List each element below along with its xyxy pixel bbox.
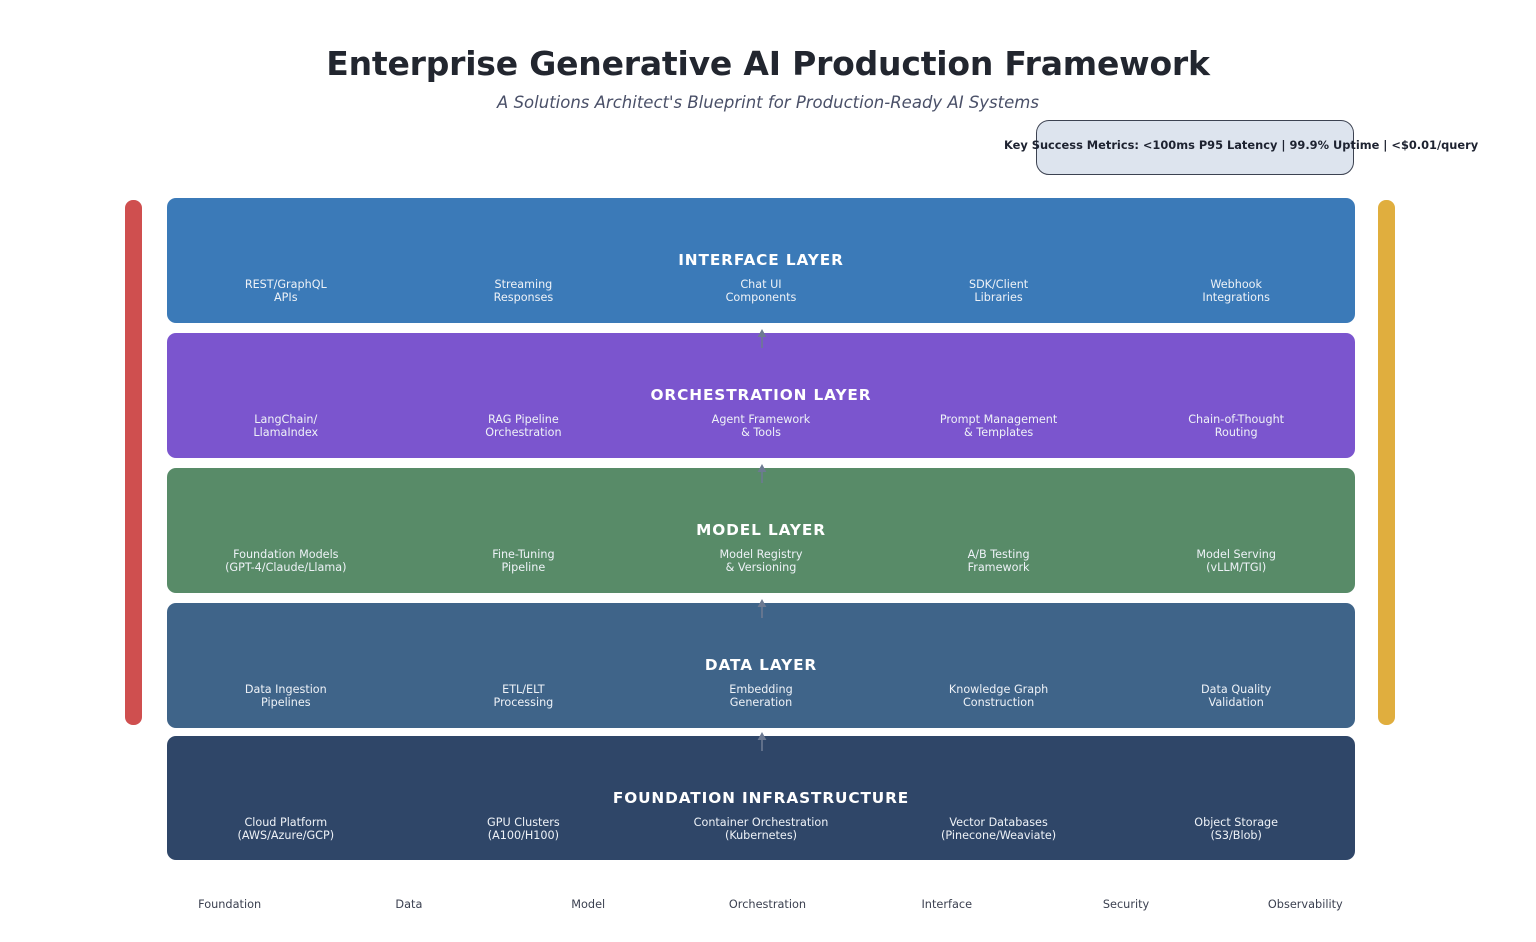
layer-components: LangChain/ LlamaIndex RAG Pipeline Orches… xyxy=(167,413,1355,439)
layer-component[interactable]: A/B Testing Framework xyxy=(967,548,1030,575)
layer-component[interactable]: Agent Framework & Tools xyxy=(711,413,811,440)
layer-title: MODEL LAYER xyxy=(696,521,826,539)
layer-component[interactable]: Prompt Management & Templates xyxy=(939,413,1058,440)
layer-component[interactable]: SDK/Client Libraries xyxy=(968,278,1029,305)
layer-component[interactable]: Data Ingestion Pipelines xyxy=(244,683,327,710)
layer-data-layer[interactable]: DATA LAYER Data Ingestion Pipelines ETL/EL… xyxy=(167,603,1355,728)
layer-component[interactable]: LangChain/ LlamaIndex xyxy=(253,413,319,440)
legend-item-orchestration: Orchestration xyxy=(728,898,807,911)
legend-item-foundation: Foundation xyxy=(198,898,262,911)
layer-components: Cloud Platform (AWS/Azure/GCP) GPU Cluste… xyxy=(167,816,1355,842)
layer-orchestration-layer[interactable]: ORCHESTRATION LAYER LangChain/ LlamaIndex… xyxy=(167,333,1355,458)
layer-title: DATA LAYER xyxy=(704,656,818,674)
layer-component[interactable]: Model Serving (vLLM/TGI) xyxy=(1196,548,1276,575)
legend-item-security: Security xyxy=(1102,898,1150,911)
layer-component[interactable]: Cloud Platform (AWS/Azure/GCP) xyxy=(237,816,335,843)
layer-component[interactable]: ETL/ELT Processing xyxy=(493,683,554,710)
observability-rail xyxy=(1378,200,1395,725)
legend-item-model: Model xyxy=(571,898,606,911)
layer-components: REST/GraphQL APIs Streaming Responses Chat… xyxy=(167,278,1355,304)
key-metrics-callout-box xyxy=(1036,120,1354,175)
layer-components: Data Ingestion Pipelines ETL/ELT Processi… xyxy=(167,683,1355,709)
arrow-up-icon xyxy=(753,598,771,618)
layer-component[interactable]: REST/GraphQL APIs xyxy=(244,278,327,305)
layer-model-layer[interactable]: MODEL LAYER Foundation Models (GPT-4/Clau… xyxy=(167,468,1355,593)
layer-component[interactable]: Streaming Responses xyxy=(493,278,554,305)
page-title: Enterprise Generative AI Production Fram… xyxy=(326,44,1210,83)
arrow-up-icon xyxy=(753,731,771,751)
layer-component[interactable]: RAG Pipeline Orchestration xyxy=(485,413,562,440)
layer-title: FOUNDATION INFRASTRUCTURE xyxy=(612,789,910,807)
layer-component[interactable]: Chat UI Components xyxy=(725,278,797,305)
legend-item-observability: Observability xyxy=(1267,898,1343,911)
layer-component[interactable]: GPU Clusters (A100/H100) xyxy=(487,816,560,843)
layer-component[interactable]: Data Quality Validation xyxy=(1201,683,1272,710)
arrow-up-icon xyxy=(753,463,771,483)
layer-component[interactable]: Container Orchestration (Kubernetes) xyxy=(693,816,829,843)
layer-component[interactable]: Object Storage (S3/Blob) xyxy=(1194,816,1279,843)
layer-component[interactable]: Foundation Models (GPT-4/Claude/Llama) xyxy=(225,548,347,575)
key-metrics-text: Key Success Metrics: <100ms P95 Latency … xyxy=(1004,138,1479,152)
layer-component[interactable]: Chain-of-Thought Routing xyxy=(1188,413,1285,440)
legend-item-data: Data xyxy=(395,898,423,911)
layer-component[interactable]: Vector Databases (Pinecone/Weaviate) xyxy=(941,816,1057,843)
layer-component[interactable]: Webhook Integrations xyxy=(1202,278,1270,305)
arrow-up-icon xyxy=(753,328,771,348)
page-subtitle: A Solutions Architect's Blueprint for Pr… xyxy=(497,93,1039,112)
legend-item-interface: Interface xyxy=(921,898,973,911)
layer-component[interactable]: Embedding Generation xyxy=(729,683,793,710)
legend-row: Foundation Data Model Orchestration Interfac… xyxy=(140,898,1395,911)
layer-interface-layer[interactable]: INTERFACE LAYER REST/GraphQL APIs Streamin… xyxy=(167,198,1355,323)
layer-component[interactable]: Fine-Tuning Pipeline xyxy=(492,548,555,575)
security-rail xyxy=(125,200,142,725)
layer-components: Foundation Models (GPT-4/Claude/Llama) Fi… xyxy=(167,548,1355,574)
layer-title: ORCHESTRATION LAYER xyxy=(650,386,872,404)
layer-title: INTERFACE LAYER xyxy=(678,251,844,269)
layer-foundation-infrastructure[interactable]: FOUNDATION INFRASTRUCTURE Cloud Platform … xyxy=(167,736,1355,860)
layer-component[interactable]: Model Registry & Versioning xyxy=(719,548,803,575)
layer-component[interactable]: Knowledge Graph Construction xyxy=(948,683,1049,710)
